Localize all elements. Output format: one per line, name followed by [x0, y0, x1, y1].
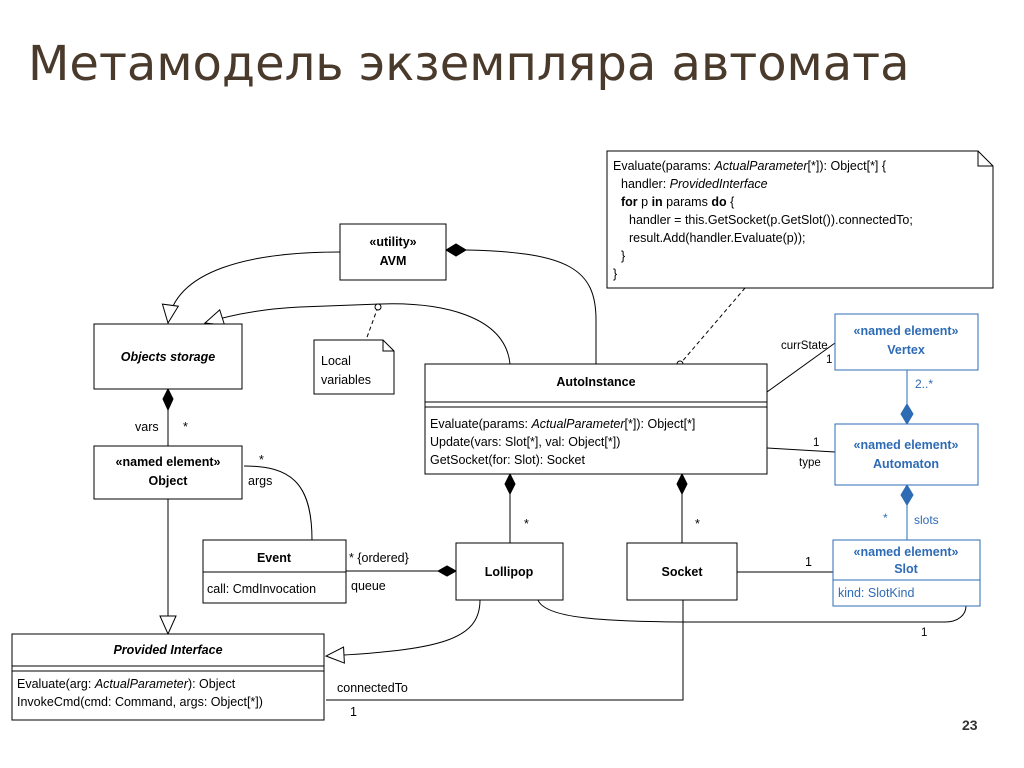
object-name: Object: [149, 474, 189, 488]
code-line-1: Evaluate(params: ActualParameter[*]): Ob…: [613, 159, 886, 173]
slot-name: Slot: [894, 562, 918, 576]
class-slot: «named element» Slot kind: SlotKind: [832, 539, 981, 607]
note-anchors: [365, 287, 746, 365]
class-objects-storage: Objects storage: [93, 323, 243, 390]
class-socket: Socket: [626, 542, 738, 601]
class-event: Event call: CmdInvocation: [202, 539, 347, 604]
label-socket-slot-mult: 1: [805, 555, 812, 569]
label-connected-to: connectedTo: [337, 681, 408, 695]
object-stereotype: «named element»: [116, 455, 221, 469]
label-lollipop-mult: *: [524, 517, 529, 531]
autoinstance-op-getsocket: GetSocket(for: Slot): Socket: [430, 453, 585, 467]
code-line-7: }: [613, 267, 617, 281]
note-local-variables-line2: variables: [321, 373, 371, 387]
note-evaluate-code: Evaluate(params: ActualParameter[*]): Ob…: [606, 150, 994, 289]
code-line-6: }: [621, 249, 625, 263]
autoinstance-op-evaluate: Evaluate(params: ActualParameter[*]): Ob…: [430, 417, 695, 431]
code-note-anchor: [679, 287, 746, 365]
lollipop-slot-link: [537, 599, 967, 623]
automaton-slot-diamond: [900, 484, 914, 506]
lollipop-provided-interface-link: [326, 599, 481, 656]
label-slots: slots: [914, 513, 939, 527]
provided-interface-op-invokecmd: InvokeCmd(cmd: Command, args: Object[*]): [17, 695, 263, 709]
class-lollipop: Lollipop: [455, 542, 564, 601]
composition-diamonds: [162, 243, 688, 577]
autoinstance-avm-link: [465, 249, 597, 364]
vertex-name: Vertex: [887, 343, 925, 357]
class-vertex: «named element» Vertex: [834, 313, 979, 371]
label-connected-to-mult: 1: [350, 705, 357, 719]
label-ordered: * {ordered}: [349, 551, 409, 565]
blue-association-labels: 2..* * slots: [883, 377, 939, 527]
label-type-mult: 1: [813, 437, 819, 449]
autoinstance-name: AutoInstance: [556, 375, 635, 389]
label-queue: queue: [351, 579, 386, 593]
autoinstance-automaton-link: [766, 447, 836, 453]
note-anchor-circles: [374, 303, 684, 368]
code-line-5: result.Add(handler.Evaluate(p));: [629, 231, 805, 245]
slot-attribute: kind: SlotKind: [838, 586, 914, 600]
class-autoinstance: AutoInstance Evaluate(params: ActualPara…: [424, 363, 768, 475]
slot-stereotype: «named element»: [854, 545, 959, 559]
socket-name: Socket: [662, 565, 704, 579]
label-args-mult: *: [259, 453, 264, 467]
code-line-4: handler = this.GetSocket(p.GetSlot()).co…: [629, 213, 913, 227]
automaton-name: Automaton: [873, 457, 939, 471]
class-object: «named element» Object: [93, 445, 243, 500]
event-attribute: call: CmdInvocation: [207, 582, 316, 596]
local-vars-anchor-circle: [374, 303, 382, 311]
vertex-automaton-diamond: [900, 403, 914, 425]
objects-storage-diamond: [162, 387, 174, 412]
label-vars: vars: [135, 420, 159, 434]
autoinstance-lollipop-diamond: [504, 472, 516, 496]
objects-storage-name: Objects storage: [121, 350, 216, 364]
label-socket-mult: *: [695, 517, 700, 531]
class-avm: «utility» AVM: [339, 223, 447, 281]
avm-name: AVM: [380, 254, 407, 268]
autoinstance-socket-diamond: [676, 472, 688, 496]
label-slots-mult: *: [883, 511, 888, 525]
connectors: [168, 249, 967, 701]
autoinstance-objects-storage-link: [205, 303, 511, 365]
code-line-2: handler: ProvidedInterface: [621, 177, 768, 191]
class-provided-interface: Provided Interface Evaluate(arg: ActualP…: [11, 633, 325, 721]
event-name: Event: [257, 551, 292, 565]
lollipop-queue-diamond: [436, 565, 458, 577]
avm-diamond: [445, 243, 467, 257]
label-vars-mult: *: [183, 420, 188, 434]
label-args: args: [248, 474, 272, 488]
label-curr-state-mult: 1: [826, 354, 832, 366]
avm-objects-storage-link: [168, 251, 341, 323]
vertex-stereotype: «named element»: [854, 324, 959, 338]
socket-provided-interface-link: [326, 600, 684, 701]
label-type: type: [799, 457, 821, 469]
provided-interface-op-evaluate: Evaluate(arg: ActualParameter): Object: [17, 677, 236, 691]
slide-title: Метамодель экземпляра автомата: [28, 36, 910, 92]
autoinstance-op-update: Update(vars: Slot[*], val: Object[*]): [430, 435, 620, 449]
class-automaton: «named element» Automaton: [834, 423, 979, 486]
association-labels: vars * * args * {ordered} queue * * curr…: [135, 340, 927, 719]
code-line-3: for p in params do {: [621, 195, 734, 209]
local-vars-note-anchor: [365, 306, 379, 341]
label-curr-state: currState: [781, 340, 828, 352]
page-number: 23: [962, 717, 978, 733]
provided-interface-name: Provided Interface: [113, 643, 222, 657]
lollipop-name: Lollipop: [485, 565, 534, 579]
label-lollipop-slot-mult: 1: [921, 627, 927, 639]
avm-stereotype: «utility»: [369, 235, 416, 249]
label-vertex-mult: 2..*: [915, 377, 933, 391]
object-event-args-link: [243, 465, 313, 541]
note-local-variables: Local variables: [313, 339, 395, 395]
note-local-variables-line1: Local: [321, 354, 351, 368]
autoinstance-vertex-link: [766, 342, 836, 393]
automaton-stereotype: «named element»: [854, 438, 959, 452]
